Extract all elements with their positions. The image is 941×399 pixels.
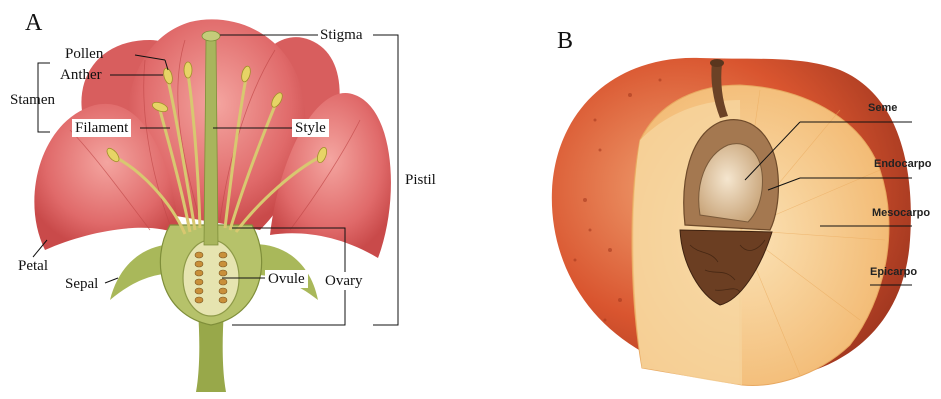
label-mesocarpo: Mesocarpo <box>872 207 930 219</box>
label-endocarpo: Endocarpo <box>874 158 931 170</box>
label-stigma: Stigma <box>320 27 363 43</box>
label-epicarpo: Epicarpo <box>870 266 917 278</box>
panel-a-letter: A <box>25 10 42 37</box>
stigma-tip <box>202 31 220 41</box>
label-pollen: Pollen <box>65 46 103 62</box>
label-style: Style <box>292 119 329 137</box>
label-anther: Anther <box>60 67 102 83</box>
label-petal: Petal <box>18 258 48 274</box>
stem-tip <box>710 59 724 67</box>
fruit-illustration <box>552 58 911 386</box>
panel-b-letter: B <box>557 28 573 55</box>
label-sepal: Sepal <box>65 276 98 292</box>
label-ovule: Ovule <box>265 270 308 288</box>
label-ovary: Ovary <box>322 272 366 290</box>
label-filament: Filament <box>72 119 131 137</box>
style-column <box>204 40 218 245</box>
label-stamen: Stamen <box>10 92 55 108</box>
label-seme: Seme <box>868 102 897 114</box>
label-pistil: Pistil <box>405 172 436 188</box>
